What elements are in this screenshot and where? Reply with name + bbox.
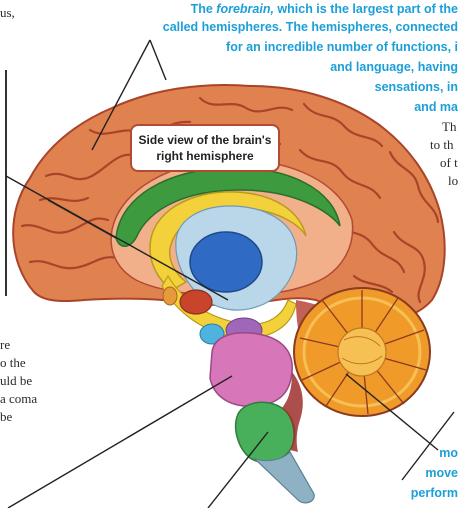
cerebellum bbox=[294, 288, 430, 416]
forebrain-intro-lead: The bbox=[191, 2, 217, 16]
pineal-body bbox=[163, 287, 177, 305]
text-fragment-top-left: us, bbox=[0, 4, 15, 21]
blue-line-5: and ma bbox=[414, 98, 458, 116]
thalamus bbox=[190, 232, 262, 292]
bottom-right-blue-3: perform bbox=[411, 484, 458, 502]
forebrain-term: forebrain, bbox=[216, 2, 274, 16]
forebrain-intro-rest: which is the largest part of the bbox=[274, 2, 458, 16]
bottom-right-blue-1: mo bbox=[439, 444, 458, 462]
blue-line-2: for an incredible number of functions, i bbox=[226, 38, 458, 56]
bottom-right-blue-2: move bbox=[425, 464, 458, 482]
hemisphere-label-box: Side view of the brain's right hemispher… bbox=[130, 124, 280, 172]
left-fragment-5: be bbox=[0, 408, 12, 425]
right-fragment-1: Th bbox=[442, 118, 456, 135]
right-fragment-4: lo bbox=[448, 172, 458, 189]
blue-line-4: sensations, in bbox=[375, 78, 458, 96]
left-fragment-2: o the bbox=[0, 354, 26, 371]
right-fragment-2: to th bbox=[430, 136, 453, 153]
right-fragment-3: of t bbox=[440, 154, 458, 171]
forebrain-intro-line: The forebrain, which is the largest part… bbox=[191, 0, 458, 18]
left-fragment-1: re bbox=[0, 336, 10, 353]
left-fragment-4: a coma bbox=[0, 390, 37, 407]
blue-line-1: called hemispheres. The hemispheres, con… bbox=[163, 18, 458, 36]
pons bbox=[210, 333, 292, 406]
blue-line-3: and language, having bbox=[330, 58, 458, 76]
left-fragment-3: uld be bbox=[0, 372, 32, 389]
hypothalamus bbox=[180, 290, 212, 314]
